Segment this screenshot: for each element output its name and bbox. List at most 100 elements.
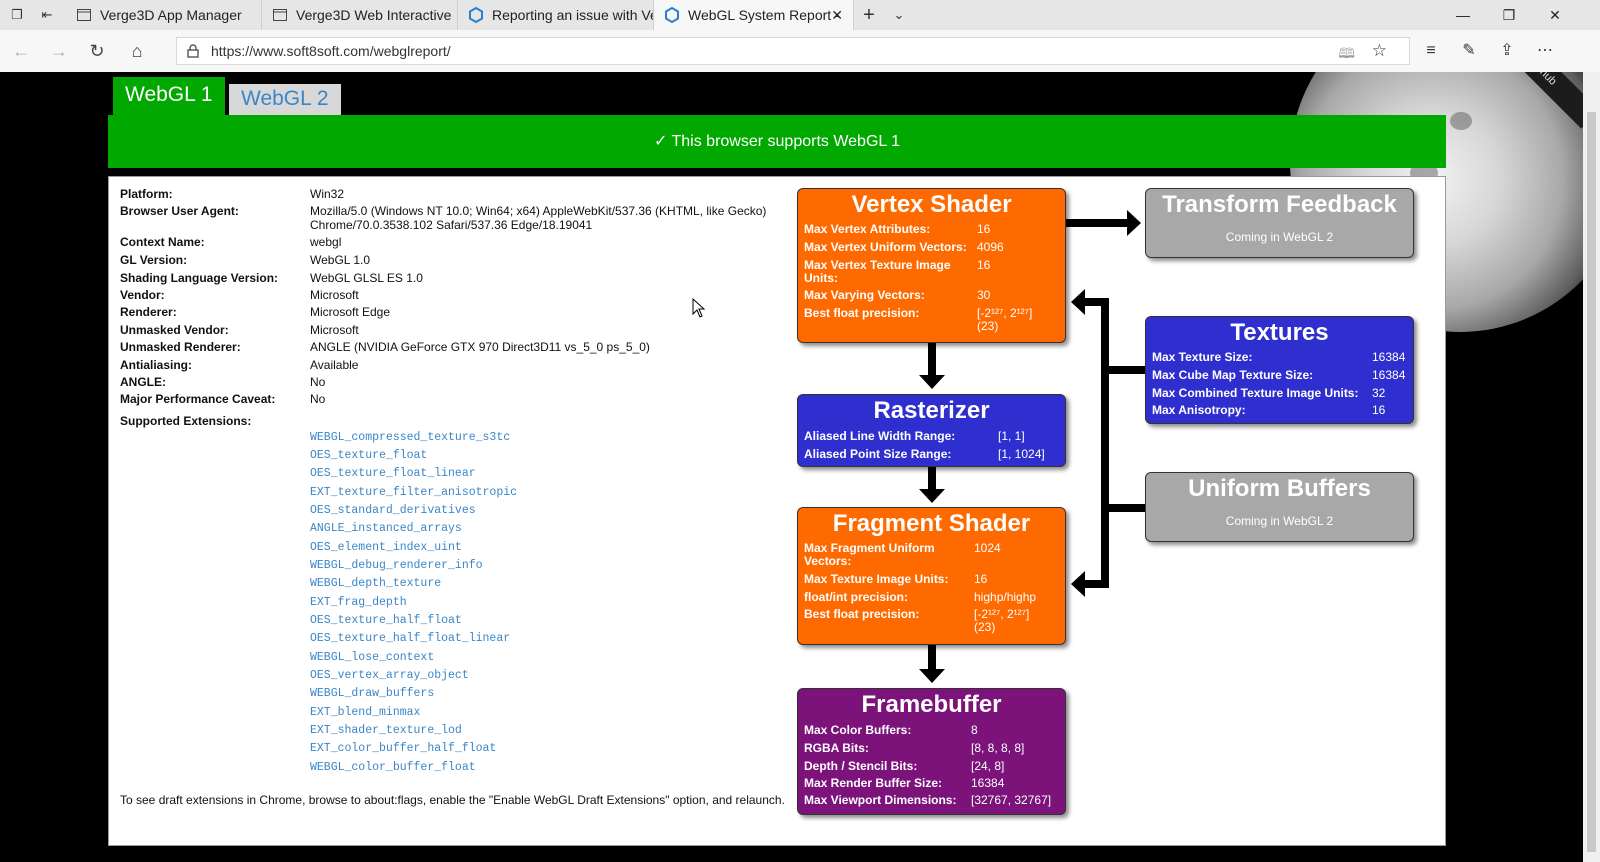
share-icon[interactable]: ⇪ <box>1500 42 1514 59</box>
arrow-head-down <box>919 489 945 503</box>
rasterizer-title: Rasterizer <box>873 397 990 424</box>
fragment-shader-box: Fragment Shader Max Fragment Uniform Vec… <box>797 507 1066 645</box>
row-label: Depth / Stencil Bits: <box>804 759 918 773</box>
restore-icon[interactable]: ❐ <box>1502 7 1516 23</box>
arrow-head-right <box>1127 210 1141 236</box>
extension-link[interactable]: ANGLE_instanced_arrays <box>310 522 462 535</box>
favorite-star-icon[interactable]: ☆ <box>1371 41 1387 60</box>
new-tab-icon[interactable]: + <box>863 4 875 26</box>
report-panel: Platform: Win32 Browser User Agent: Mozi… <box>108 176 1446 846</box>
arrow-rasterizer-to-fragment <box>928 467 936 491</box>
forward-arrow-icon[interactable]: → <box>50 41 68 61</box>
info-value: Microsoft Edge <box>310 305 391 319</box>
fragment-shader-title: Fragment Shader <box>832 510 1031 537</box>
mouse-cursor-icon <box>692 298 706 318</box>
home-icon[interactable]: ⌂ <box>131 41 143 61</box>
info-value: Win32 <box>310 187 345 201</box>
row-label: Max Vertex Attributes: <box>804 222 931 236</box>
extension-link[interactable]: OES_texture_float_linear <box>310 467 476 480</box>
row-value: [1, 1] <box>998 429 1025 443</box>
tab-reporting-issue[interactable]: Reporting an issue with Ver <box>458 0 654 30</box>
extension-link[interactable]: OES_texture_half_float_linear <box>310 632 511 645</box>
extension-link[interactable]: OES_vertex_array_object <box>310 669 469 682</box>
chevron-down-icon[interactable]: ⌄ <box>893 7 905 22</box>
row-value: 16384 <box>971 776 1005 790</box>
extension-link[interactable]: OES_standard_derivatives <box>310 504 476 517</box>
tab-verge3d-web-interactive[interactable]: Verge3D Web Interactive <box>262 0 458 30</box>
row-label: Aliased Point Size Range: <box>804 447 952 461</box>
tab-label: Verge3D App Manager <box>100 7 242 23</box>
transform-feedback-title: Transform Feedback <box>1162 191 1397 218</box>
extension-link[interactable]: OES_texture_half_float <box>310 614 462 627</box>
row-value: [-2¹²⁷, 2¹²⁷] (23) <box>974 607 1030 634</box>
url-field[interactable]: https://www.soft8soft.com/webglreport/ 🕮… <box>176 37 1410 65</box>
row-label: Best float precision: <box>804 306 920 320</box>
coming-soon-note: Coming in WebGL 2 <box>1225 230 1334 244</box>
tab-webgl2[interactable]: WebGL 2 <box>229 84 341 115</box>
arrow-head-left <box>1071 571 1085 597</box>
extension-link[interactable]: EXT_frag_depth <box>310 596 407 609</box>
refresh-icon[interactable]: ↻ <box>89 41 105 61</box>
extension-link[interactable]: EXT_shader_texture_lod <box>310 724 462 737</box>
row-value: [1, 1024] <box>998 447 1045 461</box>
reading-view-icon[interactable]: 🕮 <box>1338 45 1355 61</box>
info-value: WebGL GLSL ES 1.0 <box>310 271 423 285</box>
extension-link[interactable]: WEBGL_compressed_texture_s3tc <box>310 431 511 444</box>
row-value: 16 <box>974 572 988 586</box>
info-value: ANGLE (NVIDIA GeForce GTX 970 Direct3D11… <box>310 340 650 354</box>
row-label: Max Vertex Uniform Vectors: <box>804 240 967 254</box>
info-value: No <box>310 375 326 389</box>
textures-title: Textures <box>1230 319 1329 346</box>
info-label: GL Version: <box>120 253 188 267</box>
extension-link[interactable]: WEBGL_color_buffer_float <box>310 761 476 774</box>
row-value: 1024 <box>974 541 1001 555</box>
info-value: Microsoft <box>310 288 359 302</box>
vertex-shader-box: Vertex Shader Max Vertex Attributes: 16 … <box>797 188 1066 343</box>
uniform-buffers-title: Uniform Buffers <box>1188 475 1371 502</box>
more-menu-icon[interactable]: ⋯ <box>1537 42 1553 59</box>
close-tab-icon[interactable]: ✕ <box>831 7 843 23</box>
row-label: Max Vertex Texture Image Units: <box>804 258 951 285</box>
row-label: RGBA Bits: <box>804 741 869 755</box>
extension-link[interactable]: EXT_blend_minmax <box>310 706 421 719</box>
extension-link[interactable]: WEBGL_lose_context <box>310 651 435 664</box>
pen-notes-icon[interactable]: ✎ <box>1462 42 1476 59</box>
close-window-icon[interactable]: ✕ <box>1549 7 1561 23</box>
extension-link[interactable]: EXT_color_buffer_half_float <box>310 742 497 755</box>
row-label: Max Texture Size: <box>1152 350 1253 364</box>
scrollbar-thumb[interactable] <box>1587 112 1596 852</box>
extension-link[interactable]: WEBGL_draw_buffers <box>310 687 435 700</box>
info-value: Microsoft <box>310 323 359 337</box>
extension-link[interactable]: WEBGL_debug_renderer_info <box>310 559 483 572</box>
page-icon <box>273 9 287 21</box>
uniform-buffers-box: Uniform Buffers Coming in WebGL 2 <box>1145 472 1414 542</box>
arrow-head-down <box>919 669 945 683</box>
page-scrollbar[interactable] <box>1583 72 1600 862</box>
framebuffer-title: Framebuffer <box>861 691 1002 718</box>
tab-webgl-system-report[interactable]: WebGL System Report - ✕ <box>654 0 854 30</box>
page-icon <box>77 9 91 21</box>
tab-webgl1[interactable]: WebGL 1 <box>113 77 225 115</box>
arrow-head-left <box>1071 289 1085 315</box>
bus-to-fragment <box>1084 580 1109 588</box>
favorites-list-icon[interactable]: ≡ <box>1426 42 1436 59</box>
set-tabs-aside-icon[interactable]: ⇤ <box>41 7 53 22</box>
bus-from-uniform-buffers <box>1109 504 1145 512</box>
info-label: Major Performance Caveat: <box>120 392 276 406</box>
minimize-icon[interactable]: — <box>1456 7 1470 23</box>
textures-box: Textures Max Texture Size: 16384 Max Cub… <box>1145 316 1414 424</box>
row-value: 16384 <box>1372 350 1406 364</box>
extension-link[interactable]: EXT_texture_filter_anisotropic <box>310 486 518 499</box>
url-text: https://www.soft8soft.com/webglreport/ <box>211 43 451 59</box>
extension-link[interactable]: OES_texture_float <box>310 449 428 462</box>
extension-link[interactable]: OES_element_index_uint <box>310 541 462 554</box>
tab-overview-icon[interactable]: ❐ <box>11 7 23 22</box>
tab-verge3d-app-manager[interactable]: Verge3D App Manager <box>66 0 262 30</box>
back-arrow-icon[interactable]: ← <box>12 41 30 61</box>
info-label: Renderer: <box>120 305 177 319</box>
row-value: [24, 8] <box>971 759 1005 773</box>
coming-soon-note: Coming in WebGL 2 <box>1225 514 1334 528</box>
extension-link[interactable]: WEBGL_depth_texture <box>310 577 442 590</box>
bus-to-vertex <box>1084 298 1109 306</box>
row-value: 32 <box>1372 386 1386 400</box>
